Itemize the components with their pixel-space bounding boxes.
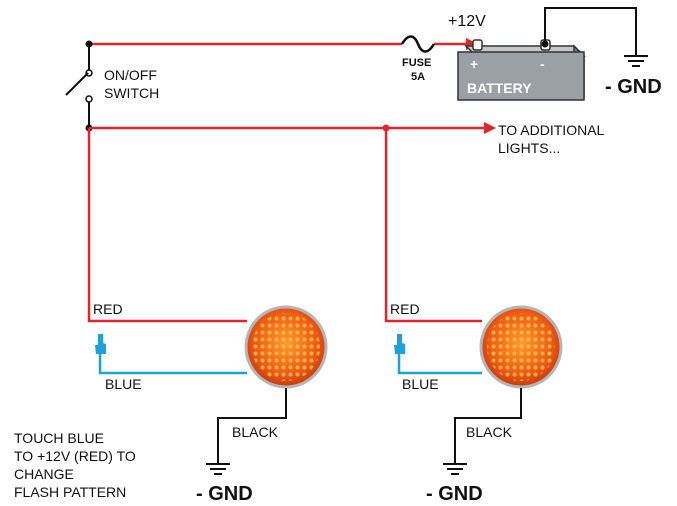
right-led-light xyxy=(479,305,563,389)
switch-label-line1: ON/OFF xyxy=(104,67,157,83)
right-black-label: BLACK xyxy=(466,424,513,440)
battery-plus-sign: + xyxy=(470,56,478,72)
additional-lights-line1: TO ADDITIONAL xyxy=(498,122,605,138)
ground-symbol-battery xyxy=(624,55,648,67)
right-red-label: RED xyxy=(390,301,420,317)
battery-minus-sign: - xyxy=(540,56,545,72)
note-line2: TO +12V (RED) TO xyxy=(14,448,136,464)
right-black-wire xyxy=(454,388,522,463)
ground-symbol-left xyxy=(206,463,230,475)
left-black-label: BLACK xyxy=(232,424,279,440)
left-hand-icon xyxy=(95,334,106,354)
left-blue-wire xyxy=(98,352,247,375)
battery xyxy=(457,39,586,101)
battery-ground-wire xyxy=(541,7,637,55)
right-red-wire xyxy=(384,128,482,323)
right-blue-wire xyxy=(397,352,482,375)
note-line3: CHANGE xyxy=(14,466,74,482)
ground-symbol-right xyxy=(443,463,467,475)
voltage-label: +12V xyxy=(448,13,486,30)
fuse-symbol xyxy=(400,35,436,53)
left-black-wire xyxy=(217,388,287,463)
on-off-switch xyxy=(65,44,93,132)
right-hand-icon xyxy=(394,334,405,354)
right-ground-label: - GND xyxy=(426,483,483,505)
note-line4: FLASH PATTERN xyxy=(14,484,126,500)
left-led-light xyxy=(244,305,328,389)
left-red-label: RED xyxy=(93,301,123,317)
fuse-label: FUSE xyxy=(402,57,431,69)
switch-label-line2: SWITCH xyxy=(104,85,159,101)
note-line1: TOUCH BLUE xyxy=(14,430,104,446)
left-red-wire xyxy=(87,128,247,323)
battery-label: BATTERY xyxy=(467,80,532,96)
battery-ground-label: - GND xyxy=(605,76,662,98)
left-blue-label: BLUE xyxy=(105,376,142,392)
right-blue-label: BLUE xyxy=(402,376,439,392)
additional-lights-line2: LIGHTS... xyxy=(498,140,560,156)
fuse-rating: 5A xyxy=(411,71,425,83)
left-ground-label: - GND xyxy=(196,483,253,505)
bus-red-wire xyxy=(89,122,496,134)
battery-positive-terminal xyxy=(472,39,483,51)
